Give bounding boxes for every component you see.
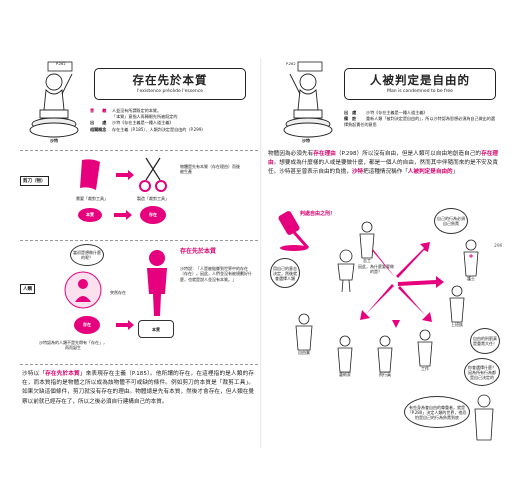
meta-row: 備 註重新人類「被判決定是自由的」，所以沙特認為思想必須為自己做出的選擇負起責任… bbox=[344, 116, 495, 128]
office-worker-figure-icon bbox=[449, 285, 465, 323]
laborer-figure-icon bbox=[417, 329, 433, 367]
worker-bubble: 用自己的意志決定，然後就會選擇人類 bbox=[270, 258, 300, 288]
book-spread: P.262 沙特 存在先於本質 l'existence précède l'es… bbox=[20, 58, 502, 448]
statue-label: 沙特 bbox=[50, 138, 58, 143]
top-bubble: 自己的行為必須自己負責 bbox=[434, 208, 468, 234]
sartre-statue-illustration bbox=[29, 61, 79, 138]
label-pilot: 飛行員 bbox=[379, 372, 391, 377]
bubble-ref: P.262 bbox=[56, 62, 66, 66]
label-artist: 藝術家 bbox=[339, 372, 351, 377]
meta-row: 相關概念存在主義（P.185）、人類判決定是自由的（P.299） bbox=[90, 126, 206, 132]
freelancer-figure-icon bbox=[295, 313, 313, 351]
meta-row: 出 處沙特《存在主義是一種人道主義》 bbox=[90, 120, 174, 126]
row2-caption-2: 沙特認為的人類不是先帶有「存在」，再而誕生 bbox=[39, 340, 107, 351]
label-freelancer: 自由業 bbox=[298, 350, 310, 355]
label-nurse: 護士 bbox=[467, 276, 475, 281]
row1-tag: 剪刀（物） bbox=[20, 176, 49, 186]
row2-tag: 人類 bbox=[20, 284, 35, 294]
pink-human-silhouette-icon bbox=[147, 250, 167, 316]
essence-label: 本質 bbox=[86, 212, 94, 217]
pilot-figure-icon bbox=[377, 335, 393, 373]
left-body-text: 沙特以「存在先於本質」來表現存在主義（P.185）。他所謂的存在，在這裡指的是人… bbox=[22, 371, 254, 405]
nurse-figure-icon bbox=[463, 239, 479, 277]
arrow-right-icon bbox=[114, 210, 132, 220]
arrow-right-icon bbox=[116, 170, 134, 180]
label-office-worker: 上班族 bbox=[451, 322, 463, 327]
essence-blob bbox=[78, 208, 102, 222]
existence-label-2: 存在 bbox=[83, 322, 91, 327]
page-subtitle: Man is condemned to be free bbox=[387, 89, 453, 94]
right-bubble-2: 你會選擇什麼？因為所有行為都是自己決定的 bbox=[464, 358, 500, 386]
scissors-icon bbox=[139, 157, 167, 192]
existence-label: 存在 bbox=[149, 212, 157, 217]
page-number: 299 bbox=[494, 244, 502, 249]
bottom-bubble: 有些身為會自由的尊重者，就是「P.280」決定人類的世界，他恐怕是自己的行為負責… bbox=[404, 396, 470, 428]
row2-right-title: 存在先於本質 bbox=[180, 248, 217, 255]
label-work: 工作 bbox=[421, 366, 429, 371]
essence-box: 本質 bbox=[138, 320, 174, 338]
thinker-figure-icon bbox=[474, 394, 494, 441]
divider bbox=[20, 240, 258, 241]
page-title: 人被判定是自由的 bbox=[370, 73, 470, 87]
bubble-ref: P.262 bbox=[286, 62, 296, 66]
arrow-right-icon bbox=[116, 320, 134, 330]
center-banner: 判處自由之刑！ bbox=[300, 211, 336, 217]
meta-row: 意 義人並沒有所謂既定的本質。 bbox=[90, 108, 162, 113]
row1-caption-2: 製造「裁剪工具」 bbox=[137, 196, 169, 201]
statue-label: 沙特 bbox=[302, 138, 310, 143]
title-box: 存在先於本質 l'existence précède l'essence bbox=[94, 68, 246, 100]
row1-caption-1: 需要「裁剪工具」 bbox=[76, 196, 108, 201]
row1-caption-3: 物體是先有本質（存在理由）而後被生產 bbox=[180, 164, 240, 175]
right-page: 299 P.262 沙特 人被判定是自由的 Man is condemned t… bbox=[264, 58, 502, 448]
meta-block: 意 義人並沒有所謂既定的本質。 「本質」意指人再轉眼先所被既定的 出 處沙特《存… bbox=[90, 108, 254, 133]
label-volunteer: 志工 bbox=[363, 258, 371, 263]
person-icon bbox=[337, 249, 355, 293]
row2-caption-1: 突然存在 bbox=[110, 290, 126, 295]
artist-figure-icon bbox=[337, 335, 353, 373]
paper-icon bbox=[80, 159, 100, 190]
divider bbox=[20, 150, 258, 151]
existence-blob-2 bbox=[74, 316, 100, 334]
row2-right-text: 沙特說：「人是被拋擲到世界中的存在（存在）。因此，人們並沒有被規劃好什麼，也就是… bbox=[180, 266, 252, 282]
volunteer-figure-icon bbox=[359, 221, 375, 259]
right-body-text: 物體因為必須先有存在理由（P.298）所以沒有自由，但是人類可以自由地創造自己的… bbox=[268, 151, 498, 176]
meta-block: 出 處沙特《存在主義是一種人道主義》 備 註重新人類「被判決定是自由的」，所以沙… bbox=[344, 110, 498, 129]
question-bubble: 當初是想做什麼的呢？ bbox=[70, 244, 104, 266]
existence-blob bbox=[140, 206, 166, 224]
meta-row: 「本質」意指人再轉眼先所被既定的 bbox=[112, 114, 178, 120]
gavel-icon bbox=[278, 211, 310, 251]
book-gutter bbox=[260, 58, 262, 448]
sartre-statue-illustration bbox=[283, 61, 333, 138]
page-title: 存在先於本質 bbox=[132, 73, 208, 87]
center-question: 因此，為什麼要要做的是？ bbox=[358, 264, 394, 275]
title-box: 人被判定是自由的 Man is condemned to be free bbox=[344, 68, 496, 100]
right-bubble: 自由的刑罰真是重責大任！ bbox=[470, 328, 500, 354]
page-subtitle: l'existence précède l'essence bbox=[137, 89, 203, 94]
divider bbox=[20, 364, 258, 365]
human-figure-icon bbox=[64, 271, 102, 309]
meta-row: 出 處沙特《存在主義是一種人道主義》 bbox=[344, 110, 428, 115]
choice-arrows bbox=[360, 242, 444, 328]
left-page: P.262 沙特 存在先於本質 l'existence précède l'es… bbox=[20, 58, 258, 448]
